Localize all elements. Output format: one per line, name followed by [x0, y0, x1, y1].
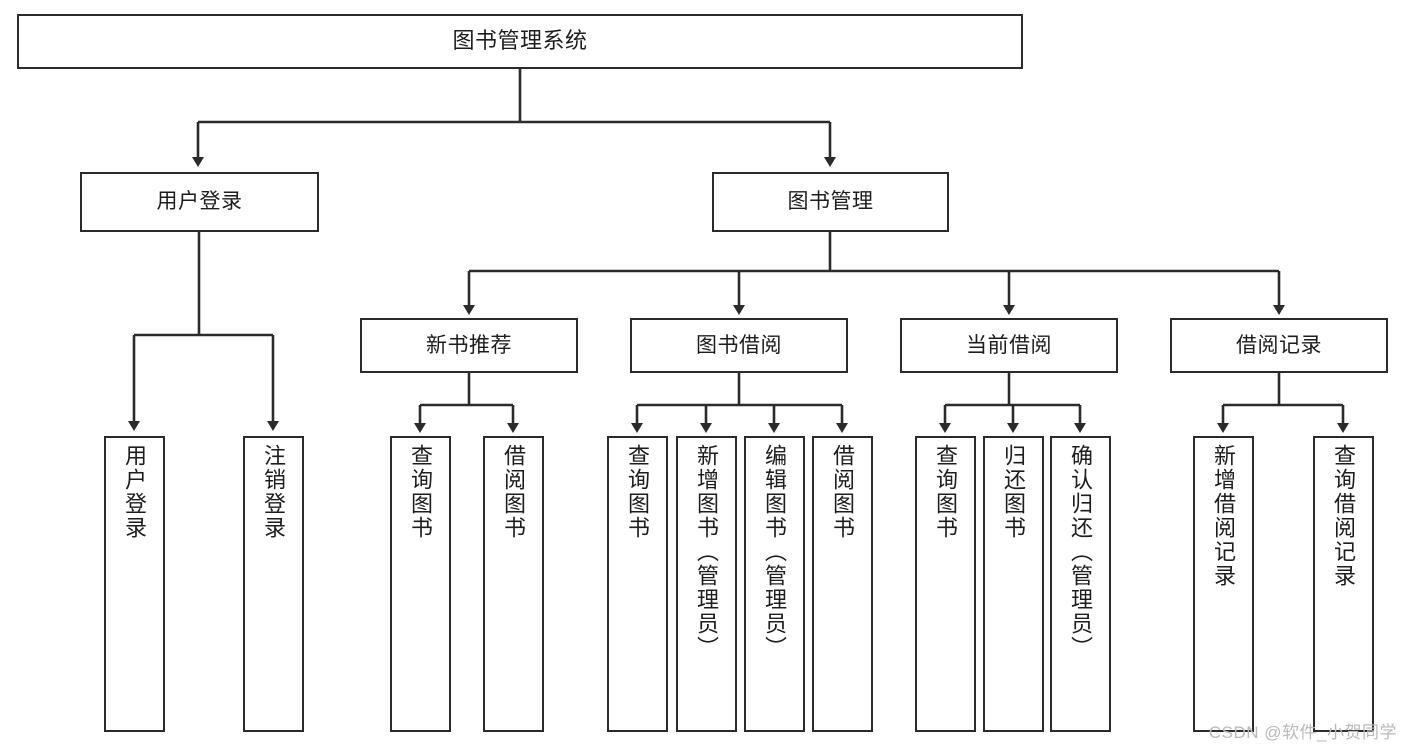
node-root-label: 图书管理系统: [452, 28, 588, 54]
leaf-query-books-recommend[interactable]: 查询图书: [390, 436, 451, 732]
leaf-user-login[interactable]: 用户登录: [104, 436, 165, 732]
leaf-query-books-borrow[interactable]: 查询图书: [607, 436, 668, 732]
leaf-query-books-current[interactable]: 查询图书: [915, 436, 976, 732]
node-new-book-recommend[interactable]: 新书推荐: [360, 318, 578, 373]
node-book-borrow[interactable]: 图书借阅: [630, 318, 848, 373]
node-book-management-label: 图书管理: [787, 190, 874, 214]
node-borrow-record[interactable]: 借阅记录: [1170, 318, 1388, 373]
csdn-watermark: CSDN @软件_小贺同学: [1208, 723, 1397, 742]
leaf-confirm-return-admin[interactable]: 确认归还（管理员）: [1050, 436, 1111, 732]
node-user-login-label: 用户登录: [156, 190, 243, 214]
leaf-label: 借阅图书: [830, 444, 856, 540]
leaf-query-borrow-record[interactable]: 查询借阅记录: [1313, 436, 1374, 732]
leaf-borrow-books-recommend[interactable]: 借阅图书: [483, 436, 544, 732]
leaf-label: 查询图书: [933, 444, 959, 540]
leaf-add-borrow-record[interactable]: 新增借阅记录: [1193, 436, 1254, 732]
node-new-book-recommend-label: 新书推荐: [426, 333, 512, 357]
leaf-borrow-books[interactable]: 借阅图书: [812, 436, 873, 732]
node-borrow-record-label: 借阅记录: [1236, 333, 1322, 357]
node-current-borrow-label: 当前借阅: [966, 333, 1052, 357]
node-book-management[interactable]: 图书管理: [712, 172, 949, 232]
leaf-label: 归还图书: [1001, 444, 1027, 540]
leaf-label: 用户登录: [122, 444, 148, 540]
leaf-user-logout[interactable]: 注销登录: [243, 436, 304, 732]
leaf-add-book-admin[interactable]: 新增图书（管理员）: [676, 436, 737, 732]
leaf-edit-book-admin[interactable]: 编辑图书（管理员）: [744, 436, 805, 732]
leaf-label: 查询图书: [408, 444, 434, 540]
leaf-label: 注销登录: [261, 444, 287, 540]
leaf-return-books[interactable]: 归还图书: [983, 436, 1044, 732]
leaf-label: 新增借阅记录: [1211, 444, 1237, 588]
node-user-login[interactable]: 用户登录: [80, 172, 319, 232]
leaf-label: 查询图书: [625, 444, 651, 540]
node-current-borrow[interactable]: 当前借阅: [900, 318, 1118, 373]
leaf-label: 编辑图书（管理员）: [762, 444, 788, 660]
leaf-label: 借阅图书: [501, 444, 527, 540]
leaf-label: 查询借阅记录: [1331, 444, 1357, 588]
node-root[interactable]: 图书管理系统: [17, 14, 1023, 69]
node-book-borrow-label: 图书借阅: [696, 333, 782, 357]
leaf-label: 新增图书（管理员）: [694, 444, 720, 660]
leaf-label: 确认归还（管理员）: [1068, 444, 1094, 660]
